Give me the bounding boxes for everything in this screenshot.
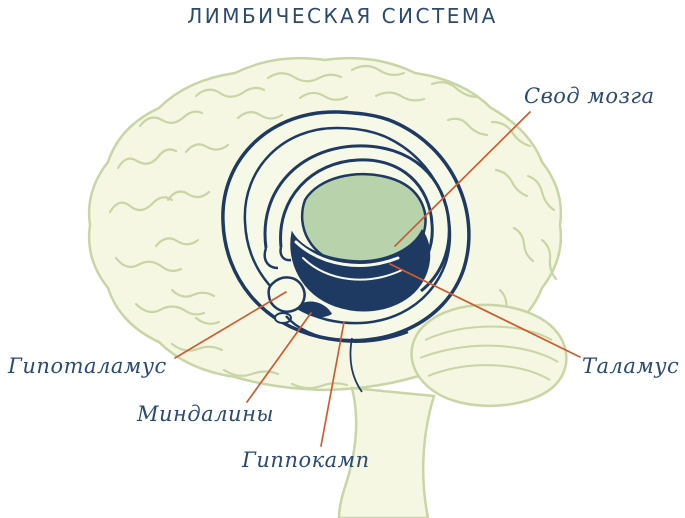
label-hippocampus: Гиппокамп	[242, 448, 370, 472]
amygdala-shape	[299, 301, 332, 318]
label-thalamus: Таламус	[582, 354, 680, 378]
leader-line-hypothalamus	[174, 291, 287, 359]
leader-lines	[174, 111, 581, 447]
corpus-callosum-inner	[279, 158, 434, 279]
cingulate-contour	[243, 126, 452, 325]
leader-line-hippocampus	[320, 321, 345, 447]
leader-line-fornix	[394, 111, 531, 247]
corpus-callosum-outer	[263, 144, 451, 293]
fornix-streaks	[294, 240, 403, 281]
hypothalamus-shape	[267, 276, 306, 313]
page-title: ЛИМБИЧЕСКАЯ СИСТЕМА	[187, 4, 498, 28]
cerebellum-folds	[419, 325, 559, 381]
label-hypothalamus: Гипоталамус	[8, 354, 167, 378]
label-amygdalae: Миндалины	[137, 402, 275, 426]
pons-line	[349, 337, 363, 393]
brainstem	[337, 386, 436, 518]
label-fornix: Свод мозга	[524, 84, 655, 108]
corpus-callosum-genu	[263, 246, 292, 270]
leader-line-amygdalae	[246, 312, 312, 403]
leader-line-thalamus	[389, 263, 581, 358]
gyri-texture	[108, 64, 558, 390]
midbrain-mass	[290, 229, 431, 312]
hippocampus-arc	[285, 315, 409, 343]
